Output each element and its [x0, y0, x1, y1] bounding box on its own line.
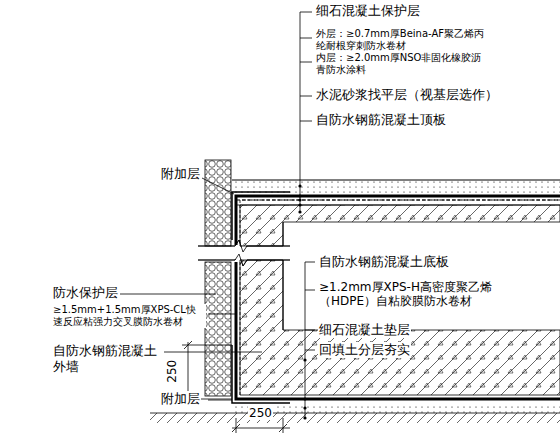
dimension: 250	[248, 406, 273, 420]
part-label: 自防水钢筋混凝土底板	[318, 254, 450, 270]
layer-label: 水泥砂浆找平层（视基层选作）	[315, 87, 499, 103]
layer-label: 外层：≥0.7mm厚Beina-AF聚乙烯丙纶耐根穿刺防水卷材	[315, 28, 492, 52]
dimension: 250	[165, 359, 179, 384]
layer-label: 回填土分层夯实	[318, 342, 411, 358]
layer-label: 细石混凝土保护层	[315, 3, 421, 19]
layer-label: 附加层	[160, 166, 201, 182]
layer-label: 细石混凝土垫层	[318, 322, 411, 338]
layer-label: 内层：≥2.0mm厚NSO非固化橡胶沥青防水涂料	[315, 52, 492, 76]
layer-label: 防水保护层	[52, 285, 119, 301]
part-label: 自防水钢筋混凝土外墙	[52, 343, 164, 374]
part-label: 自防水钢筋混凝土顶板	[315, 112, 447, 128]
layer-label: 附加层	[160, 391, 201, 407]
layer-label: ≥1.5mm+1.5mm厚XPS-CL快速反应粘强力交叉膜防水卷材	[52, 304, 206, 328]
layer-label: ≥1.2mm厚XPS-H高密度聚乙烯（HDPE）自粘胶膜防水卷材	[318, 280, 545, 309]
